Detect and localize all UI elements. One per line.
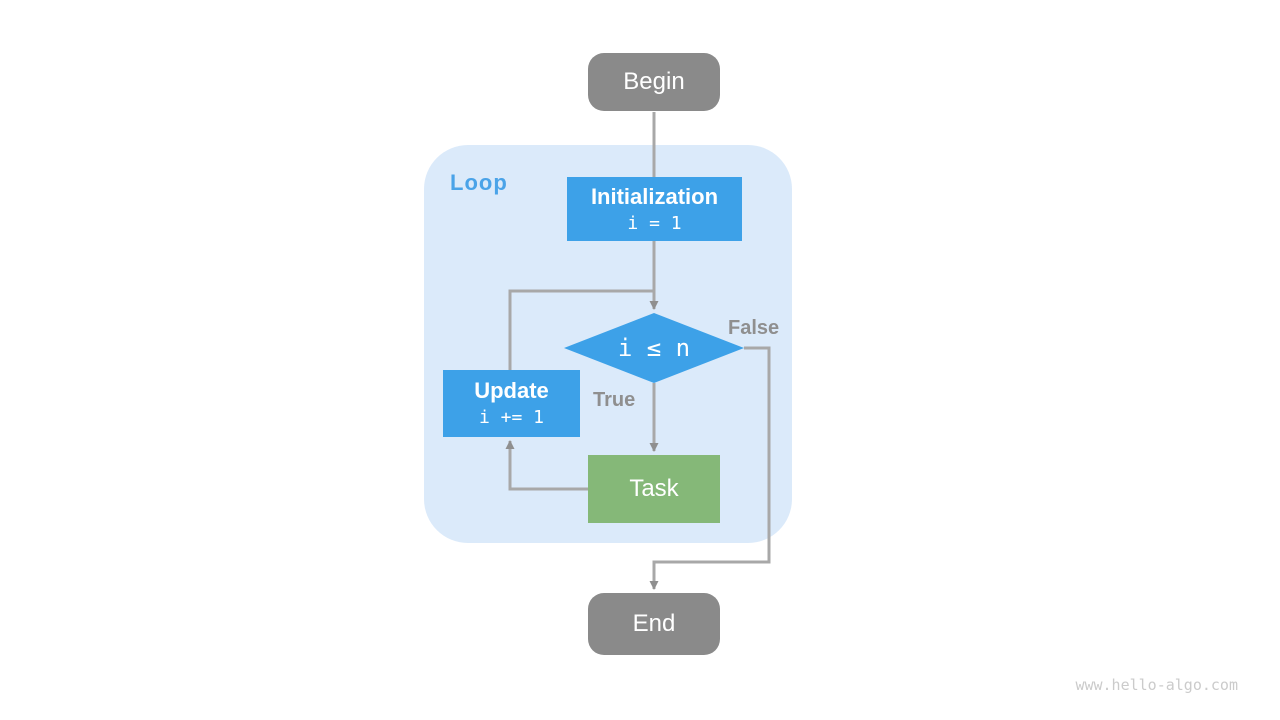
- edge-condition-false-to-end: [649, 346, 771, 590]
- true-branch-label: True: [593, 389, 636, 411]
- loop-container-label: Loop: [450, 170, 508, 195]
- begin-node-label: Begin: [623, 67, 685, 95]
- initialization-node-title: Initialization: [590, 183, 719, 209]
- watermark: www.hello-algo.com: [1075, 676, 1238, 694]
- initialization-node-code: i = 1: [627, 212, 682, 234]
- end-node-label: End: [632, 609, 676, 637]
- edge-update-loopback: [508, 289, 654, 370]
- begin-node: Begin: [588, 53, 720, 111]
- task-node-label: Task: [629, 474, 679, 502]
- edge-task-to-update: [505, 440, 588, 491]
- update-node-title: Update: [474, 378, 549, 403]
- update-node: Update i += 1: [443, 370, 580, 437]
- task-node: Task: [588, 455, 720, 523]
- false-branch-label: False: [728, 317, 780, 339]
- end-node: End: [588, 593, 720, 655]
- initialization-node: Initialization i = 1: [567, 177, 742, 241]
- update-node-code: i += 1: [478, 407, 545, 429]
- condition-node-label: i ≤ n: [617, 333, 691, 362]
